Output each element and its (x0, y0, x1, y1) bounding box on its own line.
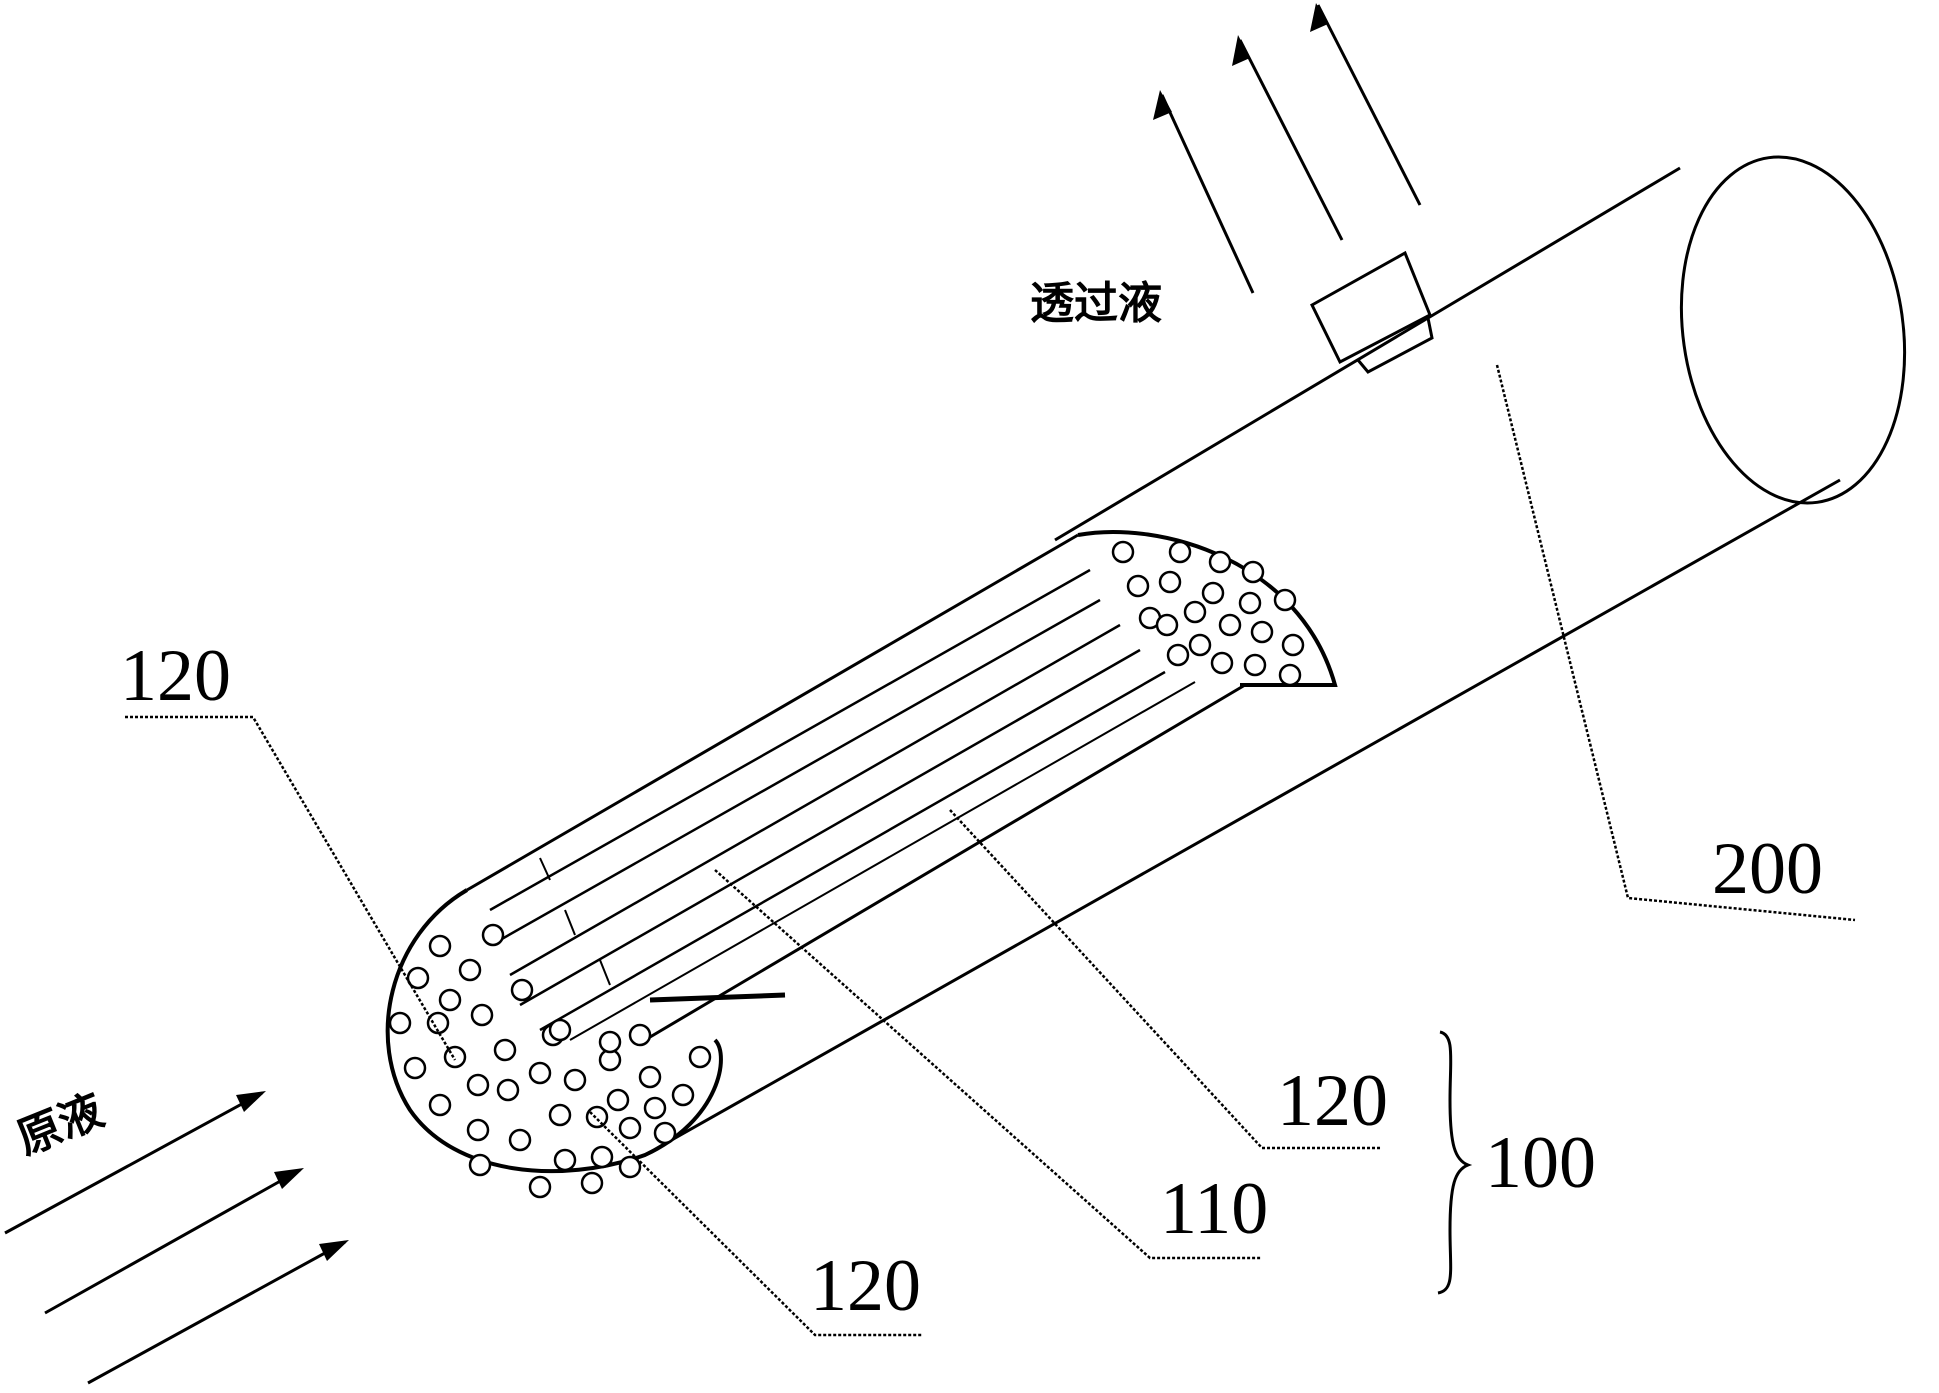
housing-200 (644, 155, 1907, 1157)
fiber-line (499, 598, 1101, 942)
element-far-face (1077, 530, 1338, 687)
permeate-arrowhead (1310, 3, 1328, 32)
element-cut-bottom-edge (644, 683, 1246, 1042)
feed-arrow-line (87, 1240, 346, 1385)
feed-arrow-line (4, 1091, 263, 1235)
leader-200 (1495, 364, 1856, 922)
housing-bottom-edge (644, 478, 1841, 1157)
feed-arrows (4, 1091, 349, 1385)
feed-arrowhead (274, 1168, 304, 1189)
leader-120-bottom (589, 1111, 922, 1337)
feed-arrowhead (236, 1091, 266, 1112)
brace-100 (1437, 1030, 1473, 1295)
permeate-arrows (1153, 3, 1422, 294)
permeate-arrow-line (1316, 4, 1422, 206)
fiber-line (489, 568, 1091, 912)
fiber-line (569, 681, 1196, 1041)
label-100: 100 (1485, 1122, 1596, 1204)
feed-arrow-line (44, 1168, 301, 1315)
hollow-fiber-bundle-110 (489, 568, 1196, 1041)
permeate-arrowhead (1232, 35, 1250, 66)
fiber-end-bar (649, 992, 786, 1003)
label-feed: 原液 (10, 1085, 111, 1165)
permeate-outlet-port (1310, 250, 1432, 365)
leader-110 (714, 869, 1262, 1260)
label-120-top-left: 120 (120, 635, 231, 717)
leader-lines (125, 364, 1856, 1337)
fiber-tick (599, 959, 611, 986)
leader-120-top-left (125, 715, 457, 1061)
permeate-arrow-line (1238, 39, 1344, 241)
fiber-line (509, 623, 1121, 977)
permeate-arrowhead (1153, 90, 1172, 120)
label-120-middle: 120 (1277, 1060, 1388, 1142)
fiber-tick (564, 909, 576, 936)
label-200: 200 (1712, 828, 1823, 910)
label-permeate: 透过液 (1030, 278, 1162, 329)
fiber-openings-far-face (1111, 540, 1305, 687)
feed-arrowhead (319, 1240, 349, 1261)
fiber-tick (539, 857, 551, 881)
fiber-openings-near-face (388, 923, 712, 1199)
fiber-line (519, 648, 1141, 1007)
housing-end-circle (1679, 155, 1907, 505)
label-120-bottom: 120 (810, 1245, 921, 1327)
fiber-line (539, 670, 1166, 1032)
membrane-element-100 (385, 530, 1338, 1199)
element-top-edge (466, 533, 1079, 892)
permeate-arrow-line (1160, 94, 1255, 294)
permeate-outlet-base (1356, 317, 1434, 374)
housing-top-edge (1054, 166, 1681, 542)
label-110: 110 (1160, 1168, 1268, 1250)
